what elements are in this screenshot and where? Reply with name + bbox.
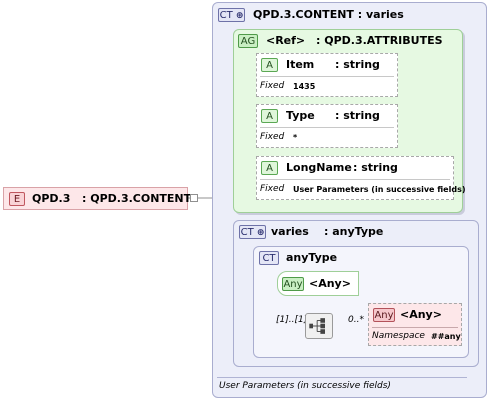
attribute-name: Item (286, 58, 315, 71)
any-attribute-badge: Any (282, 277, 304, 291)
attribute-type: : string (335, 58, 380, 71)
varies-type: : anyType (324, 225, 384, 238)
namespace-label: Namespace (372, 331, 425, 341)
namespace-value: ##any (431, 332, 461, 341)
root-element-type: : QPD.3.CONTENT (82, 192, 192, 205)
complex-type-badge: CT (259, 251, 279, 265)
fixed-value: 1435 (293, 82, 316, 91)
any-element-occurrence: 0..* (348, 315, 364, 325)
expand-plus-icon: ⊕ (253, 228, 265, 238)
fixed-label: Fixed (260, 81, 285, 91)
content-title: QPD.3.CONTENT : varies (253, 8, 404, 21)
expand-plus-icon: ⊕ (232, 11, 244, 21)
any-element-badge: Any (373, 308, 395, 322)
any-element-box[interactable]: Any <Any> Namespace ##any (368, 303, 462, 346)
attribute-type: : string (335, 109, 380, 122)
any-element-label: <Any> (400, 308, 442, 321)
any-element-divider (372, 327, 458, 328)
attribute-group-name: : QPD.3.ATTRIBUTES (316, 34, 443, 47)
root-element-name: QPD.3 (32, 192, 71, 205)
sequence-icon (309, 318, 326, 334)
complex-type-badge: CT ⊕ (239, 225, 266, 239)
any-attribute-box[interactable]: Any <Any> (277, 271, 359, 296)
attribute-item-box[interactable]: A Item : string Fixed 1435 (256, 53, 398, 97)
attribute-group-badge: AG (238, 34, 258, 48)
fixed-value: User Parameters (in successive fields) (293, 185, 466, 194)
content-footer: User Parameters (in successive fields) (219, 381, 391, 391)
sequence-compositor[interactable] (305, 313, 333, 339)
attribute-type: : string (353, 161, 398, 174)
attribute-badge: A (261, 161, 278, 175)
anytype-name: anyType (286, 251, 338, 264)
attribute-name: Type (286, 109, 315, 122)
expand-connector-icon[interactable] (190, 194, 198, 202)
root-element-box[interactable]: E QPD.3 : QPD.3.CONTENT (3, 187, 192, 210)
complex-type-badge: CT ⊕ (218, 8, 245, 22)
attribute-divider (260, 179, 450, 180)
attribute-type-box[interactable]: A Type : string Fixed * (256, 104, 398, 148)
attribute-group-ref: <Ref> (266, 34, 306, 47)
attribute-divider (260, 76, 394, 77)
varies-name: varies (271, 225, 309, 238)
attribute-badge: A (261, 109, 278, 123)
fixed-value: * (293, 133, 298, 142)
fixed-label: Fixed (260, 184, 285, 194)
attribute-badge: A (261, 58, 278, 72)
sequence-occurrence: [1]..[1] (276, 315, 308, 325)
attribute-divider (260, 127, 394, 128)
any-attribute-label: <Any> (309, 277, 351, 290)
footer-divider (217, 377, 467, 378)
fixed-label: Fixed (260, 132, 285, 142)
attribute-longname-box[interactable]: A LongName : string Fixed User Parameter… (256, 156, 466, 200)
element-badge: E (9, 192, 25, 206)
attribute-name: LongName (286, 161, 352, 174)
